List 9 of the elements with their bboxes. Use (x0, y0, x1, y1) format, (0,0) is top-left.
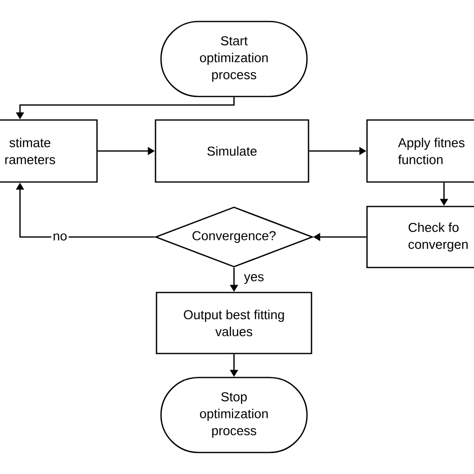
process-box: Apply fitnes function (366, 119, 474, 183)
process-box: Simulate (154, 119, 310, 183)
process-box: stimate rameters (0, 119, 98, 183)
edge-label: yes (242, 272, 266, 286)
process-box: Output best fitting values (156, 292, 312, 354)
edge-label: no (51, 232, 69, 242)
start-terminal: Start optimization process (160, 20, 308, 98)
end-terminal: Stop optimization process (160, 376, 308, 454)
process-box: Check fo convergen (366, 206, 474, 268)
